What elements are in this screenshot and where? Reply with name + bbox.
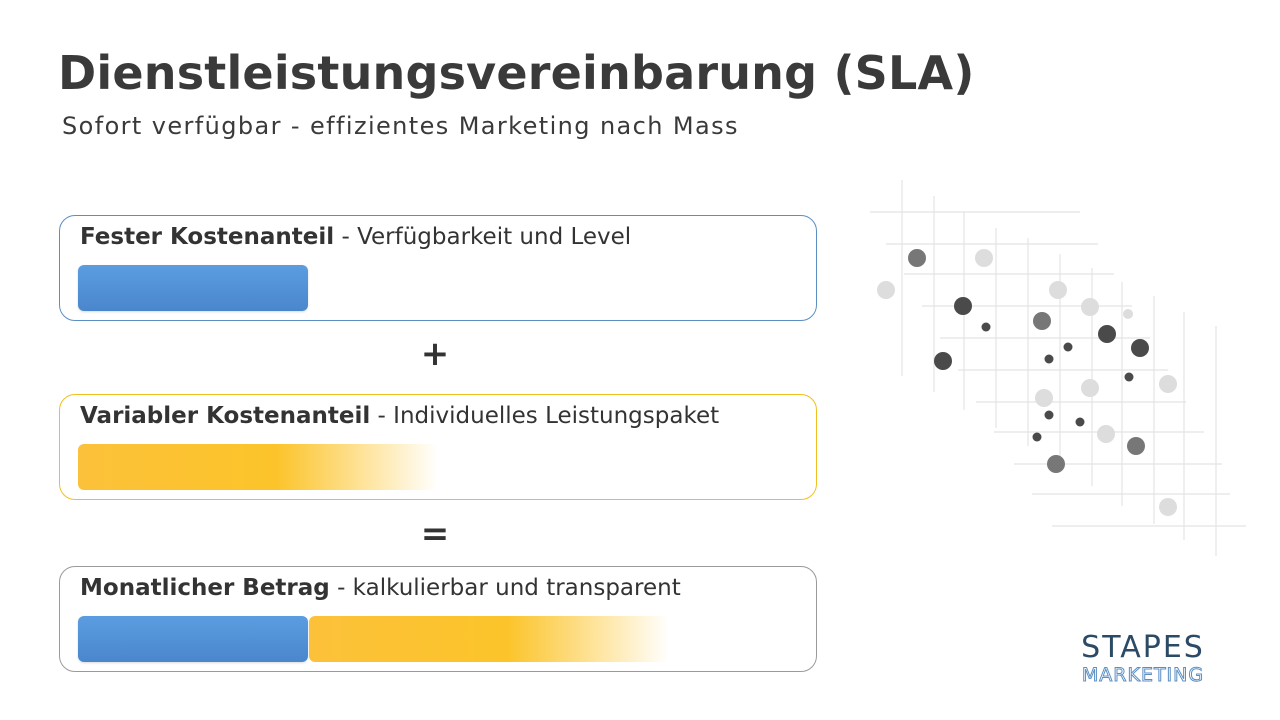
monthly-amount-description: - kalkulierbar und transparent bbox=[329, 575, 681, 601]
monthly-amount-label: Monatlicher Betrag - kalkulierbar und tr… bbox=[80, 575, 681, 601]
stapes-marketing-logo: STAPES MARKETING bbox=[1058, 630, 1228, 687]
fixed-cost-description: - Verfügbarkeit und Level bbox=[334, 224, 632, 250]
variable-cost-description: - Individuelles Leistungspaket bbox=[370, 403, 720, 429]
monthly-amount-fixed-bar bbox=[78, 616, 308, 662]
variable-cost-bar bbox=[78, 444, 438, 490]
page-title: Dienstleistungsvereinbarung (SLA) bbox=[58, 46, 975, 100]
fixed-cost-label: Fester Kostenanteil - Verfügbarkeit und … bbox=[80, 224, 631, 250]
monthly-amount-variable-bar bbox=[309, 616, 669, 662]
fixed-cost-bar bbox=[78, 265, 308, 311]
monthly-amount-box: Monatlicher Betrag - kalkulierbar und tr… bbox=[59, 566, 817, 672]
variable-cost-title: Variabler Kostenanteil bbox=[80, 403, 371, 429]
fixed-cost-box: Fester Kostenanteil - Verfügbarkeit und … bbox=[59, 215, 817, 321]
variable-cost-box: Variabler Kostenanteil - Individuelles L… bbox=[59, 394, 817, 500]
page-subtitle: Sofort verfügbar - effizientes Marketing… bbox=[62, 112, 739, 140]
logo-line-2: MARKETING bbox=[1081, 664, 1205, 687]
logo-line-1: STAPES bbox=[1081, 630, 1205, 665]
equals-operator: = bbox=[420, 514, 450, 554]
monthly-amount-title: Monatlicher Betrag bbox=[80, 575, 330, 601]
variable-cost-label: Variabler Kostenanteil - Individuelles L… bbox=[80, 403, 719, 429]
decorative-dot-grid bbox=[870, 180, 1246, 556]
plus-operator: + bbox=[420, 334, 450, 374]
fixed-cost-title: Fester Kostenanteil bbox=[80, 224, 335, 250]
